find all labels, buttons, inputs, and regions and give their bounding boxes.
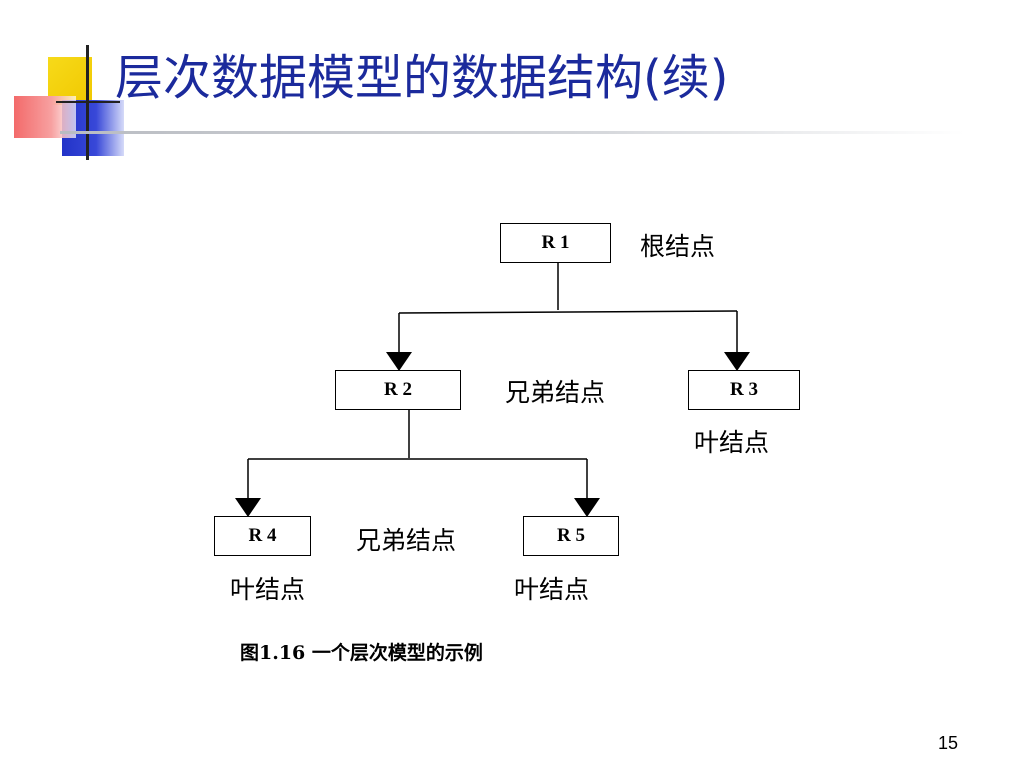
edge-level2-horizontal [398, 310, 738, 314]
page-number: 15 [938, 733, 959, 753]
figure-caption: 图1.16 一个层次模型的示例 [240, 642, 483, 664]
title-decoration [0, 0, 150, 170]
node-r1: R 1 [500, 223, 611, 263]
label-leaf-r5: 叶结点 [514, 575, 590, 604]
label-sibling-level2: 兄弟结点 [505, 378, 606, 407]
label-sibling-level3: 兄弟结点 [356, 526, 457, 555]
arrow-to-r4 [235, 498, 261, 517]
node-r4: R 4 [214, 516, 311, 556]
deco-horizontal-line [56, 101, 120, 103]
arrow-to-r5 [574, 498, 600, 517]
slide-title: 层次数据模型的数据结构(续) [115, 50, 729, 106]
title-underline [60, 131, 965, 134]
node-r5: R 5 [523, 516, 619, 556]
label-leaf-r3: 叶结点 [694, 428, 770, 457]
node-r3: R 3 [688, 370, 800, 410]
arrow-to-r2 [386, 352, 412, 371]
label-root: 根结点 [640, 232, 716, 261]
node-r2: R 2 [335, 370, 461, 410]
arrow-to-r3 [724, 352, 750, 371]
label-leaf-r4: 叶结点 [230, 575, 306, 604]
